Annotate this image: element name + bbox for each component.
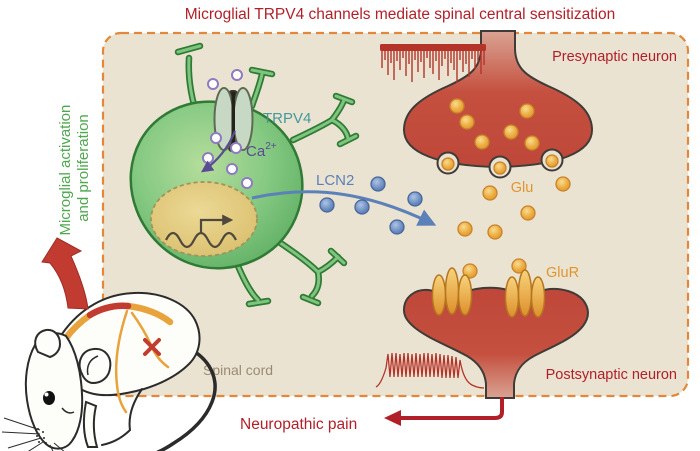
ca-label: Ca2+ [246,141,277,160]
spike-train-postsynaptic [375,352,485,389]
ca-ion [241,177,253,189]
glu-molecule [462,263,478,279]
glu-vesicle [474,134,490,150]
release-sites [436,148,564,179]
left-arrowhead-icon [384,410,401,426]
ca-ion [226,163,238,175]
glu-molecule [457,221,473,237]
glu-vesicle [503,124,519,140]
microglial-activation-line2: and proliferation [75,114,92,222]
glu-molecule [487,224,503,240]
glu-vesicle [459,114,475,130]
lcn2-arrow [251,190,437,226]
lcn2-molecules [319,176,423,235]
glu-label: Glu [511,180,534,196]
mouse-ear [78,347,112,385]
ca-ion [210,132,222,144]
ca-ion [230,142,242,154]
lcn2-signal: LCN2 [251,172,437,235]
lcn2-molecule [319,197,335,213]
glu-molecule [520,205,536,221]
presynaptic-neuron: Presynaptic neuron [380,30,677,179]
microglial-activation-label: Microglial activation and proliferation [57,100,92,235]
glu-vesicle [449,98,465,114]
glur-receptor [504,269,546,318]
presynaptic-label: Presynaptic neuron [552,49,677,65]
mouse-ear-inner [86,355,99,376]
ca-ion [202,152,214,164]
mouse-eye [43,391,55,405]
neuropathic-pain-output: Neuropathic pain [240,397,504,433]
lcn2-label: LCN2 [316,172,354,189]
microglia-cell: Ca2+ TRPV4 [129,42,360,308]
mouse-front-leg [82,400,99,448]
calcium-ions [202,69,253,189]
axon-output-arrow [399,397,504,420]
neuropathic-pain-label: Neuropathic pain [240,416,357,433]
mouse-cheek-line [61,407,75,414]
lcn2-molecule [407,191,423,207]
glu-molecules [457,176,571,279]
transcription-arrow-icon [199,214,234,234]
nerve-injury-x-icon [143,338,161,356]
glu-vesicle [545,154,559,168]
spinal-cord-label: Spinal cord [203,362,273,378]
glu-vesicle [441,157,455,171]
microglial-activation-line1: Microglial activation [57,105,74,236]
vesicles [449,98,540,151]
trpv4-label: TRPV4 [263,110,311,127]
glur-receptors [431,267,546,318]
calcium-influx-arrow [201,130,237,173]
up-arrow-icon [41,237,89,310]
glu-molecule [511,258,527,274]
glur-label: GluR [546,265,579,281]
mouse-hind-leg [101,388,143,446]
glu-molecule [482,185,498,201]
mouse-ear [34,328,62,359]
figure-title: Microglial TRPV4 channels mediate spinal… [185,6,615,23]
ca-ion [231,69,243,81]
spinal-cord-highlight [62,302,174,414]
synaptic-cleft: Glu GluR [457,176,579,281]
glur-receptor [431,267,473,316]
glu-vesicle [519,103,535,119]
lcn2-molecule [370,176,386,192]
nerve-branch [114,309,129,414]
glu-vesicle [493,161,507,175]
postsynaptic-neuron: Postsynaptic neuron [375,267,677,399]
ca-ion [207,78,219,90]
spinal-cord-red-segment [86,302,132,319]
mouse-illustration [1,291,217,451]
mouse-eye-glint [44,392,49,397]
mouse-whiskers [1,417,65,451]
mouse-tail [156,348,217,451]
lcn2-molecule [354,199,370,215]
spike-train-presynaptic [380,44,486,83]
glu-molecule [555,176,571,192]
glu-vesicle [524,135,540,151]
postsynaptic-label: Postsynaptic neuron [546,367,677,383]
lcn2-molecule [389,219,405,235]
